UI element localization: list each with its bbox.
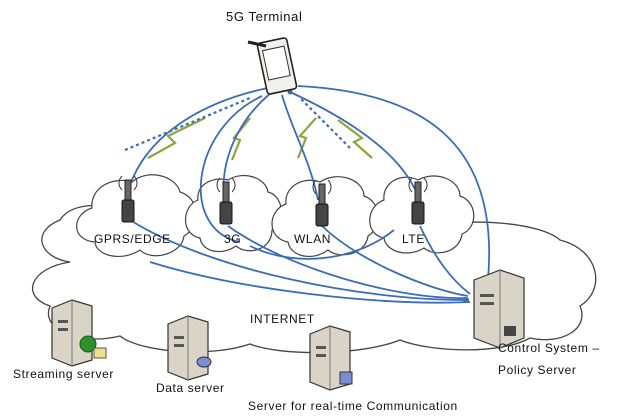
control-server-icon	[473, 269, 525, 349]
data-server-icon	[167, 315, 212, 381]
streaming-server-label: Streaming server	[13, 367, 114, 381]
wireless-links	[124, 96, 373, 161]
access-network-label-gprs-edge: GPRS/EDGE	[94, 232, 171, 246]
access-network-label-3g: 3G	[224, 232, 242, 246]
wireless-link-gprs	[147, 117, 206, 159]
wireless-link-wlan	[296, 117, 317, 159]
realtime-server-icon	[309, 325, 353, 391]
wlan-antenna-icon	[312, 179, 332, 227]
3g-antenna-icon	[216, 177, 236, 225]
realtime-server-label: Server for real-time Communication	[248, 399, 458, 413]
access-network-label-lte: LTE	[402, 232, 425, 246]
data-server-label: Data server	[156, 381, 225, 395]
link-lte-control	[419, 225, 471, 295]
link-gprs-control	[129, 219, 465, 301]
access-network-label-wlan: WLAN	[294, 232, 332, 246]
control-system-label-line1: Control System –	[498, 341, 600, 355]
link-wlan-control	[321, 225, 469, 297]
link-internet-control	[149, 261, 471, 304]
link-3g-control	[227, 225, 467, 299]
wireless-link-3g	[230, 117, 251, 161]
wireless-link-lte	[337, 119, 373, 159]
link-3g-wlan-loop	[249, 229, 395, 260]
link-terminal-gprs	[129, 87, 269, 186]
link-terminal-wlan	[281, 94, 319, 201]
streaming-server-icon	[51, 299, 107, 367]
terminal-label: 5G Terminal	[226, 9, 303, 24]
link-terminal-3g-loop	[199, 95, 263, 243]
5g-terminal-icon	[247, 37, 298, 95]
link-terminal-lte	[289, 91, 419, 197]
3g-cloud	[185, 175, 282, 253]
gprs-antenna-icon	[118, 175, 138, 223]
control-system-label-line2: Policy Server	[498, 363, 577, 377]
lte-antenna-icon	[408, 177, 428, 225]
internet-label: INTERNET	[250, 312, 315, 326]
link-terminal-control	[297, 85, 491, 281]
gprs-edge-cloud	[76, 174, 197, 258]
network-links	[129, 85, 491, 304]
